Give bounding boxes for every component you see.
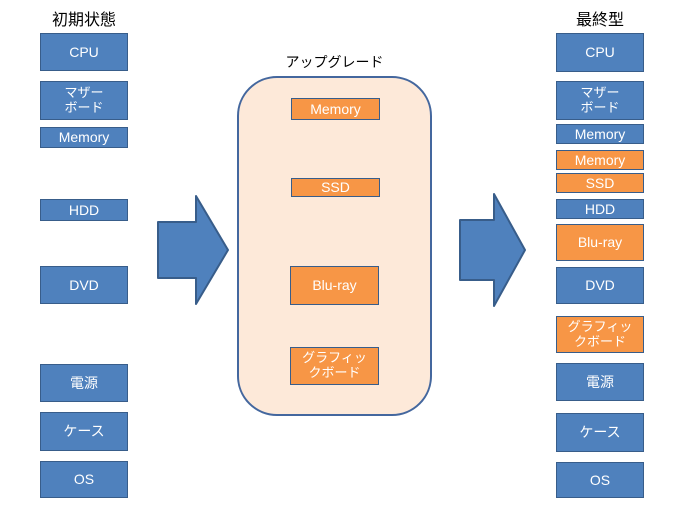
initial-power: 電源: [40, 364, 128, 402]
final-motherboard: マザー ボード: [556, 81, 644, 120]
initial-hdd: HDD: [40, 199, 128, 221]
upgrade-ssd: SSD: [291, 178, 380, 197]
initial-motherboard: マザー ボード: [40, 81, 128, 120]
initial-case: ケース: [40, 412, 128, 451]
final-memory-added: Memory: [556, 150, 644, 170]
final-graphics-board: グラフィッ クボード: [556, 316, 644, 353]
final-memory: Memory: [556, 124, 644, 144]
final-os: OS: [556, 462, 644, 498]
upgrade-title: アップグレード: [285, 54, 384, 70]
final-ssd: SSD: [556, 173, 644, 193]
upgrade-bluray: Blu-ray: [290, 266, 379, 305]
initial-state-title: 初期状態: [51, 12, 116, 29]
arrow-initial-to-upgrade-icon: [157, 195, 229, 305]
final-state-title: 最終型: [575, 12, 624, 29]
upgrade-memory: Memory: [291, 98, 380, 120]
initial-os: OS: [40, 461, 128, 498]
initial-memory: Memory: [40, 127, 128, 148]
final-case: ケース: [556, 413, 644, 452]
upgrade-graphics-board: グラフィッ クボード: [290, 347, 379, 385]
final-dvd: DVD: [556, 267, 644, 304]
final-hdd: HDD: [556, 199, 644, 219]
final-cpu: CPU: [556, 33, 644, 72]
initial-dvd: DVD: [40, 266, 128, 304]
final-power: 電源: [556, 363, 644, 401]
final-bluray: Blu-ray: [556, 224, 644, 261]
initial-cpu: CPU: [40, 33, 128, 71]
arrow-upgrade-to-final-icon: [459, 193, 526, 307]
